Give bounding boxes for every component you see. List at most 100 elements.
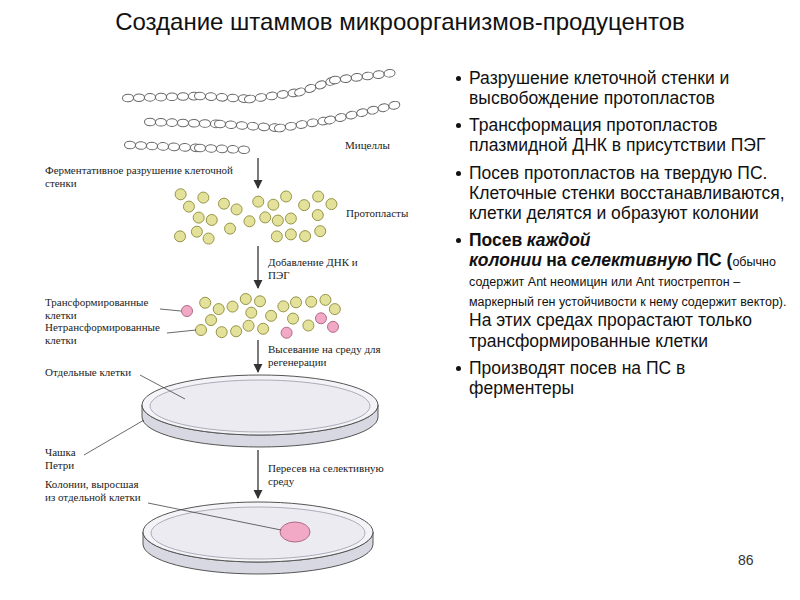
hypha-cell — [351, 73, 363, 82]
hypha-cell — [247, 122, 258, 130]
hypha-cell — [194, 92, 205, 100]
bullet-item: Производят посев на ПС в ферментеры — [455, 358, 793, 398]
protoplast — [306, 296, 317, 307]
transformed-cell — [182, 306, 193, 317]
bullet-text: Посев протопластов на твердую ПС. Клеточ… — [469, 163, 785, 223]
part-label: Нетрансформированные клетки — [45, 321, 170, 346]
protoplast — [329, 304, 340, 315]
protoplast — [243, 320, 254, 331]
slide-title: Создание штаммов микроорганизмов-продуце… — [0, 8, 800, 36]
hypha-cell — [177, 93, 188, 101]
bullet-list: Разрушение клеточной стенки и высвобожде… — [455, 68, 793, 405]
protoplast — [218, 198, 229, 209]
protoplast — [240, 294, 251, 305]
bullet-dot — [456, 238, 461, 243]
hypha-cell — [356, 108, 368, 118]
hypha-cell — [144, 93, 155, 101]
hypha-cell — [367, 105, 379, 115]
protoplast — [231, 326, 242, 337]
page-number: 86 — [738, 552, 754, 568]
protoplast — [258, 323, 269, 334]
hypha-cell — [168, 143, 179, 151]
hypha-cell — [122, 94, 133, 102]
hypha-cell — [373, 70, 385, 79]
protoplast — [315, 226, 326, 237]
protoplast — [253, 196, 264, 207]
hypha-cell — [236, 121, 247, 129]
hypha-cell — [155, 118, 166, 126]
hypha-cell — [294, 87, 307, 98]
bullet-dot — [456, 123, 461, 128]
hypha-cell — [216, 145, 227, 153]
protoplast — [312, 210, 323, 221]
hypha-cell — [188, 119, 199, 127]
hypha-cell — [362, 72, 374, 81]
part-label: Мицеллы — [345, 139, 425, 152]
protoplast — [285, 229, 296, 240]
bullet-text: Разрушение клеточной стенки и высвобожде… — [469, 68, 729, 108]
protoplast — [216, 327, 227, 338]
protoplast — [260, 212, 271, 223]
hypha-cell — [274, 123, 286, 132]
part-label: Отдельные клетки — [45, 366, 145, 379]
bullet-item: Разрушение клеточной стенки и высвобожде… — [455, 68, 793, 108]
bullet-text: На этих средах прорастают только трансфо… — [469, 310, 793, 350]
hypha-cell — [388, 100, 400, 110]
step-label: Добавление ДНК и ПЭГ — [268, 256, 358, 281]
protoplast — [303, 320, 314, 331]
hypha-cell — [296, 120, 308, 129]
protoplast — [285, 213, 296, 224]
protoplast — [313, 191, 324, 202]
hypha-cell — [340, 74, 352, 83]
hypha-cell — [377, 103, 389, 113]
protoplast — [213, 304, 224, 315]
protoplast — [198, 192, 209, 203]
hypha-cell — [179, 143, 190, 151]
hypha-cell — [157, 142, 168, 150]
hypha-cell — [155, 93, 166, 101]
protoplast — [299, 200, 310, 211]
bullet-text: Трансформация протопластов плазмидной ДН… — [469, 115, 765, 155]
protoplast — [246, 307, 257, 318]
protoplast — [231, 204, 242, 215]
transformed-cell — [315, 313, 326, 324]
hypha-cell — [324, 115, 336, 125]
protoplast — [266, 310, 277, 321]
petri-dish — [142, 375, 378, 447]
hypha-cell — [124, 141, 135, 149]
protoplast — [183, 201, 194, 212]
step-label: Высевание на среду для регенерации — [268, 343, 383, 368]
step-label: Ферментативное разрушение клеточной стен… — [45, 164, 250, 189]
bullet-text: Производят посев на ПС в ферментеры — [469, 358, 685, 398]
petri-dish — [143, 502, 373, 574]
hypha-cell — [266, 91, 278, 100]
protoplast — [206, 315, 217, 326]
bullet-text: Посев — [469, 230, 522, 250]
hypha-cell — [227, 94, 238, 102]
protoplast — [227, 301, 238, 312]
hypha-cell — [244, 94, 256, 103]
part-label: Трансформированные клетки — [45, 296, 163, 321]
protoplast — [281, 191, 292, 202]
bullet-dot — [456, 171, 461, 176]
hypha-cell — [205, 93, 216, 101]
bullet-text: на — [546, 250, 566, 270]
protoplast — [196, 325, 207, 336]
part-label: Колонии, выросшая из отдельной клетки — [45, 478, 145, 503]
transformed-cell — [281, 327, 292, 338]
part-label: Протопласты — [346, 207, 436, 220]
bullet-item: Трансформация протопластов плазмидной ДН… — [455, 115, 793, 155]
protoplast — [254, 296, 265, 307]
hypha-cell — [205, 144, 216, 152]
hypha-cell — [214, 120, 225, 128]
bullet-item: Посевкаждой колониинаселективнуюПС (обыч… — [455, 230, 793, 351]
protoplast — [175, 231, 186, 242]
protoplast — [326, 199, 337, 210]
hypha-cell — [194, 144, 205, 152]
hypha-cell — [304, 83, 317, 94]
hypha-cell — [277, 90, 289, 99]
protoplast — [193, 212, 204, 223]
hypha-cell — [146, 142, 157, 150]
bullet-text: ПС ( — [697, 250, 733, 270]
protoplast — [278, 301, 289, 312]
